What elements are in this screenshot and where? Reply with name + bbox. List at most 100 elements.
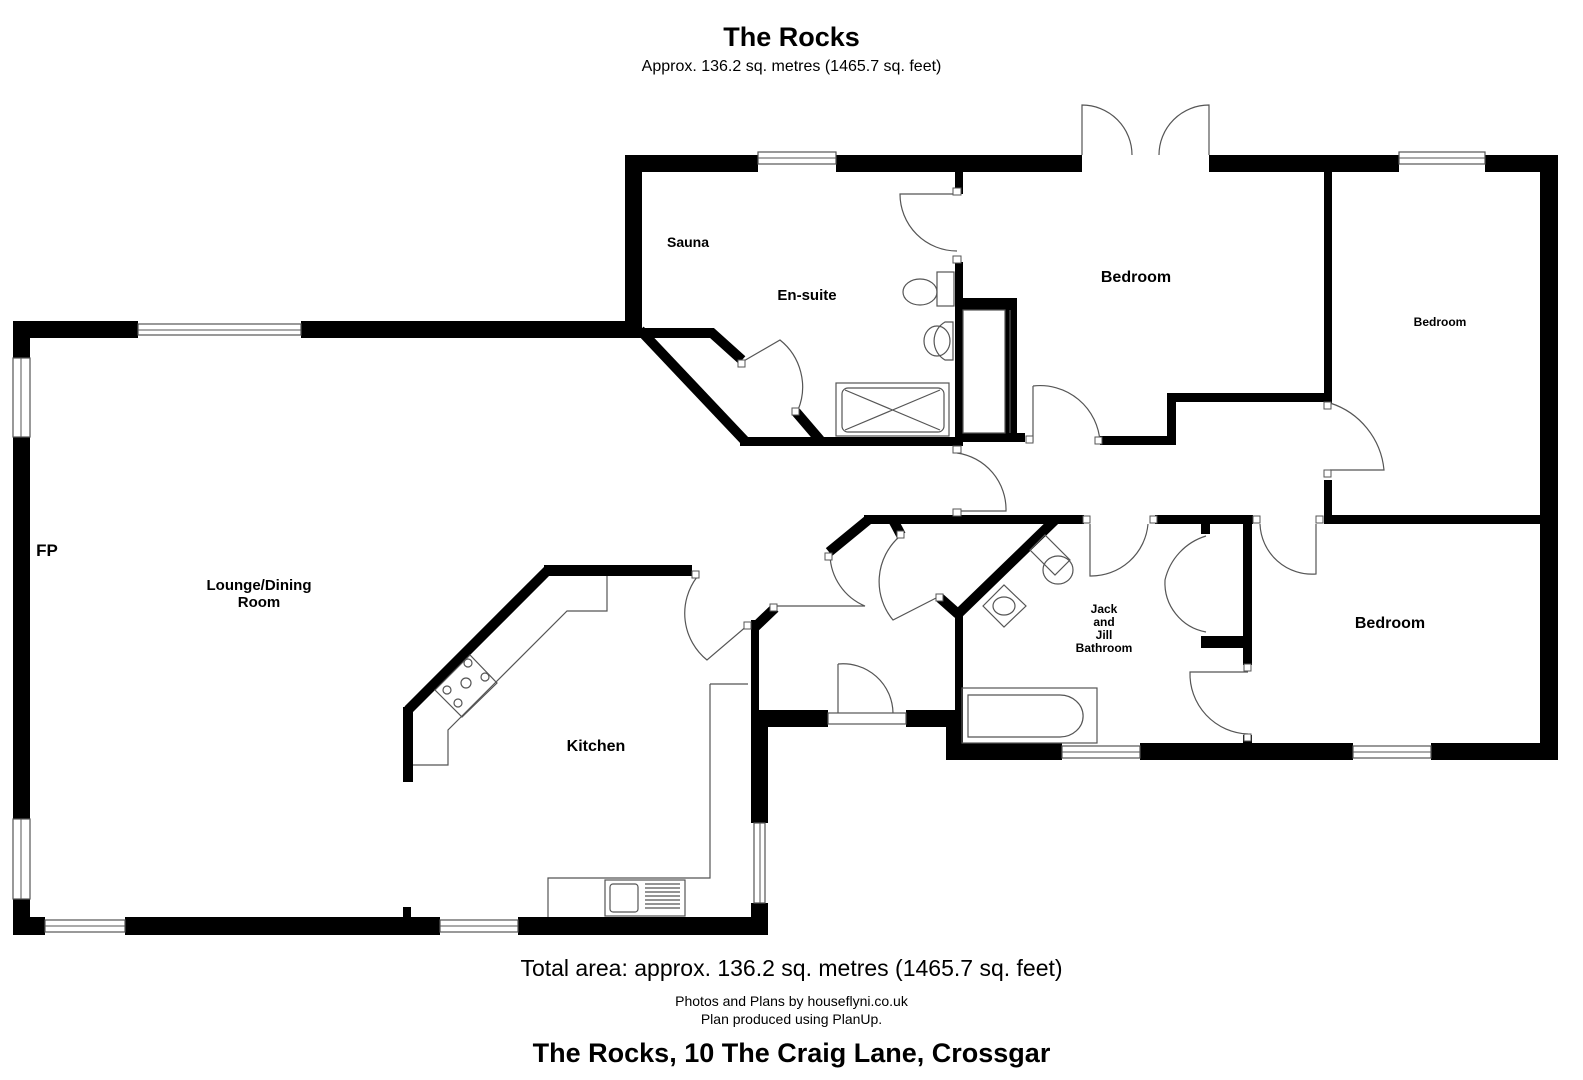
door	[1329, 402, 1385, 471]
kitchen-worktop	[413, 576, 608, 766]
wall	[751, 710, 828, 727]
door	[956, 452, 1007, 512]
door	[1081, 104, 1133, 156]
wall	[1155, 515, 1253, 524]
wall	[1140, 743, 1353, 760]
wall	[963, 433, 1025, 442]
wall	[751, 903, 768, 935]
wall	[946, 743, 1062, 760]
room-label-bedroom-1: Bedroom	[1101, 269, 1171, 286]
wall	[1485, 155, 1558, 172]
wall	[1324, 515, 1558, 524]
door	[899, 193, 958, 252]
room-label-bathroom-line2: and	[1093, 615, 1114, 629]
wall	[1540, 155, 1558, 760]
bathroom-toilet	[1029, 534, 1074, 585]
wall	[642, 328, 746, 364]
wall	[1243, 735, 1252, 749]
angled-walls	[404, 326, 1059, 714]
wall	[1324, 480, 1332, 520]
fixtures	[413, 271, 1098, 917]
wall	[636, 326, 749, 445]
door-jambs	[691, 187, 1332, 742]
wall	[864, 515, 1084, 524]
door	[775, 554, 866, 607]
door	[1189, 671, 1249, 735]
kitchen-sink	[604, 879, 686, 917]
wall	[1201, 636, 1251, 648]
wall	[836, 155, 1082, 172]
credit-photos: Photos and Plans by houseflyni.co.uk	[675, 993, 908, 1009]
ensuite-toilet	[902, 271, 955, 307]
wall	[1167, 393, 1176, 445]
bath	[961, 687, 1098, 744]
wall	[955, 298, 1017, 310]
wall	[825, 516, 872, 556]
wall	[1167, 393, 1327, 402]
door	[878, 536, 941, 621]
wall	[751, 726, 768, 823]
total-area: Total area: approx. 136.2 sq. metres (14…	[520, 955, 1063, 981]
wall	[1209, 155, 1399, 172]
wall	[740, 437, 955, 446]
room-label-bathroom-line1: Jack	[1091, 602, 1118, 616]
wall	[955, 172, 963, 194]
wall	[955, 262, 963, 446]
window	[827, 712, 907, 725]
wall	[1324, 172, 1332, 403]
wall	[625, 155, 758, 172]
wall	[544, 565, 692, 576]
room-label-bathroom-line3: Jill	[1096, 628, 1113, 642]
room-label-lounge-line2: Room	[238, 594, 281, 611]
wardrobe	[962, 309, 1011, 434]
door	[1259, 523, 1317, 575]
wall	[1005, 298, 1017, 436]
credit-planup: Plan produced using PlanUp.	[700, 1011, 883, 1027]
wall	[1431, 743, 1558, 760]
wall	[518, 917, 768, 935]
wall	[1243, 515, 1252, 665]
door	[684, 576, 749, 661]
wall	[13, 917, 45, 935]
room-label-bathroom-line4: Bathroom	[1076, 641, 1133, 655]
wall	[13, 321, 138, 338]
shower-tray	[835, 382, 950, 437]
plan-title: The Rocks	[723, 22, 860, 52]
room-label-lounge-line1: Lounge/Dining	[207, 577, 312, 594]
hob	[434, 654, 498, 718]
ensuite-basin	[923, 321, 954, 361]
room-label-sauna: Sauna	[667, 234, 709, 250]
wall	[13, 321, 30, 358]
plan-subtitle: Approx. 136.2 sq. metres (1465.7 sq. fee…	[641, 58, 942, 75]
wall	[792, 408, 824, 444]
kitchen-worktop	[547, 684, 711, 917]
wall	[301, 321, 639, 338]
window-glazing	[20, 157, 1485, 927]
door	[1032, 384, 1101, 443]
wall	[1201, 520, 1210, 534]
property-address: The Rocks, 10 The Craig Lane, Crossgar	[532, 1038, 1051, 1068]
room-label-kitchen: Kitchen	[567, 738, 626, 755]
doors	[684, 104, 1385, 735]
room-label-ensuite: En-suite	[777, 287, 836, 304]
wall	[954, 516, 1059, 618]
door	[1164, 535, 1207, 633]
wall	[403, 907, 411, 919]
bathroom-basin	[982, 584, 1027, 628]
wall	[955, 612, 963, 747]
door	[837, 663, 894, 714]
wall	[125, 917, 440, 935]
door	[741, 339, 804, 411]
room-label-bedroom-2: Bedroom	[1414, 315, 1467, 329]
door	[1089, 523, 1149, 577]
fireplace-label: FP	[36, 541, 58, 560]
wall	[403, 707, 413, 782]
door	[1158, 104, 1210, 156]
room-label-bedroom-3: Bedroom	[1355, 615, 1425, 632]
wall	[751, 620, 759, 727]
wall	[404, 566, 552, 714]
wall	[13, 437, 30, 819]
walls	[13, 155, 1558, 935]
wall	[748, 604, 779, 634]
